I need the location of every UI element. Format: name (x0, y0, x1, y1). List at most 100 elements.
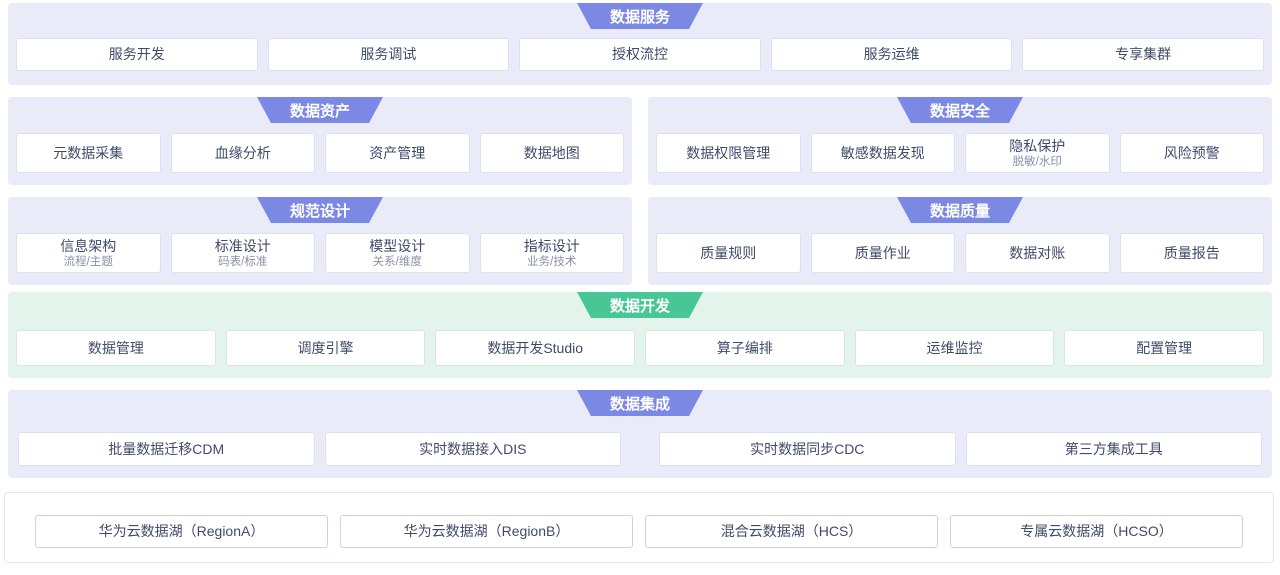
data-development-card[interactable]: 运维监控 (854, 330, 1055, 366)
spec-design-card[interactable]: 信息架构流程/主题 (16, 233, 161, 273)
section-title: 数据质量 (929, 202, 990, 220)
section-title: 数据集成 (609, 395, 670, 413)
card-label: 数据权限管理 (686, 144, 771, 161)
data-asset-card[interactable]: 数据地图 (479, 133, 624, 173)
spec-design-card[interactable]: 指标设计业务/技术 (479, 233, 624, 273)
spec-design-ribbon: 规范设计 (257, 197, 383, 223)
card-label: 服务运维 (863, 46, 920, 62)
data-security-card[interactable]: 敏感数据发现 (810, 133, 955, 173)
data-service-card[interactable]: 服务开发 (16, 38, 258, 71)
card-label: 风险预警 (1163, 144, 1220, 161)
data-quality-card[interactable]: 数据对账 (965, 233, 1110, 273)
data-lake-card[interactable]: 华为云数据湖（RegionA） (35, 515, 328, 548)
card-label: 数据对账 (1009, 244, 1066, 261)
card-label: 授权流控 (611, 46, 668, 62)
card-sublabel: 码表/标准 (218, 255, 268, 268)
section-title: 数据服务 (609, 8, 670, 26)
data-security-ribbon: 数据安全 (897, 97, 1023, 123)
data-development-card[interactable]: 数据管理 (16, 330, 216, 366)
data-security-card[interactable]: 数据权限管理 (656, 133, 801, 173)
section-data-integration: 数据集成 批量数据迁移CDM 实时数据接入DIS 实时数据同步CDC 第三方集成工具 (8, 390, 1272, 478)
card-label: 专享集群 (1115, 46, 1172, 62)
data-asset-card[interactable]: 血缘分析 (170, 133, 315, 173)
data-asset-cards: 元数据采集 血缘分析 资产管理 数据地图 (16, 133, 624, 173)
card-label: 服务开发 (108, 46, 165, 62)
card-label: 质量规则 (700, 244, 757, 261)
section-title: 数据资产 (289, 102, 350, 120)
card-label: 混合云数据湖（HCS） (720, 523, 863, 539)
data-service-ribbon: 数据服务 (577, 3, 703, 29)
data-quality-card[interactable]: 质量报告 (1119, 233, 1264, 273)
card-label: 运维监控 (926, 339, 983, 356)
data-lake-card[interactable]: 专属云数据湖（HCSO） (950, 515, 1243, 548)
data-integration-card[interactable]: 批量数据迁移CDM (18, 432, 315, 466)
data-quality-card[interactable]: 质量规则 (656, 233, 801, 273)
data-integration-card[interactable]: 实时数据接入DIS (324, 432, 621, 466)
card-label: 华为云数据湖（RegionB） (403, 523, 570, 539)
card-label: 专属云数据湖（HCSO） (1020, 523, 1173, 539)
card-label: 批量数据迁移CDM (108, 440, 225, 457)
card-label: 隐私保护 (1009, 137, 1066, 154)
data-integration-ribbon: 数据集成 (577, 390, 703, 416)
data-quality-ribbon: 数据质量 (897, 197, 1023, 223)
section-data-service: 数据服务 服务开发 服务调试 授权流控 服务运维 专享集群 (8, 3, 1272, 85)
card-label: 数据开发Studio (487, 339, 584, 356)
card-label: 第三方集成工具 (1064, 440, 1163, 457)
spec-design-card[interactable]: 模型设计关系/维度 (325, 233, 470, 273)
card-label: 数据管理 (87, 339, 144, 356)
card-label: 算子编排 (716, 339, 773, 356)
data-service-cards: 服务开发 服务调试 授权流控 服务运维 专享集群 (16, 38, 1264, 71)
section-spec-design: 规范设计 信息架构流程/主题标准设计码表/标准模型设计关系/维度指标设计业务/技… (8, 197, 632, 285)
data-lake-card[interactable]: 混合云数据湖（HCS） (645, 515, 938, 548)
data-quality-card[interactable]: 质量作业 (810, 233, 955, 273)
card-label: 实时数据同步CDC (750, 440, 865, 457)
card-label: 服务调试 (360, 46, 417, 62)
card-sublabel: 流程/主题 (63, 255, 113, 268)
data-integration-left-group: 批量数据迁移CDM 实时数据接入DIS (18, 432, 621, 466)
data-service-card[interactable]: 服务调试 (267, 38, 510, 71)
data-asset-card[interactable]: 元数据采集 (16, 133, 161, 173)
data-development-card[interactable]: 配置管理 (1064, 330, 1265, 366)
data-integration-card[interactable]: 第三方集成工具 (965, 432, 1262, 466)
card-label: 血缘分析 (214, 144, 271, 161)
data-development-card[interactable]: 算子编排 (645, 330, 845, 366)
section-data-quality: 数据质量 质量规则 质量作业 数据对账 质量报告 (648, 197, 1272, 285)
section-title: 数据开发 (609, 297, 670, 315)
data-development-card[interactable]: 数据开发Studio (435, 330, 636, 366)
data-security-cards: 数据权限管理 敏感数据发现 隐私保护脱敏/水印 风险预警 (656, 133, 1264, 173)
card-label: 元数据采集 (53, 144, 124, 161)
spec-design-cards: 信息架构流程/主题标准设计码表/标准模型设计关系/维度指标设计业务/技术 (16, 233, 624, 273)
data-lake-card[interactable]: 华为云数据湖（RegionB） (340, 515, 633, 548)
section-title: 规范设计 (289, 202, 350, 220)
card-sublabel: 关系/维度 (372, 255, 422, 268)
section-title: 数据安全 (929, 102, 990, 120)
data-service-card[interactable]: 专享集群 (1022, 38, 1264, 71)
card-label: 资产管理 (369, 144, 426, 161)
card-label: 信息架构 (60, 237, 117, 254)
data-service-card[interactable]: 授权流控 (519, 38, 761, 71)
card-label: 数据地图 (523, 144, 580, 161)
data-development-ribbon: 数据开发 (577, 292, 703, 318)
card-label: 质量作业 (854, 244, 911, 261)
data-integration-cards: 批量数据迁移CDM 实时数据接入DIS 实时数据同步CDC 第三方集成工具 (18, 432, 1262, 466)
data-security-card[interactable]: 风险预警 (1119, 133, 1264, 173)
data-development-card[interactable]: 调度引擎 (225, 330, 426, 366)
card-label: 调度引擎 (297, 339, 354, 356)
card-label: 模型设计 (369, 237, 426, 254)
data-service-card[interactable]: 服务运维 (770, 38, 1013, 71)
data-lake-cards: 华为云数据湖（RegionA） 华为云数据湖（RegionB） 混合云数据湖（HCS… (35, 515, 1243, 548)
card-sublabel: 业务/技术 (527, 255, 577, 268)
spec-design-card[interactable]: 标准设计码表/标准 (170, 233, 315, 273)
card-label: 质量报告 (1163, 244, 1220, 261)
data-asset-card[interactable]: 资产管理 (325, 133, 470, 173)
card-label: 标准设计 (214, 237, 271, 254)
card-label: 敏感数据发现 (840, 144, 925, 161)
data-integration-card[interactable]: 实时数据同步CDC (659, 432, 956, 466)
data-asset-ribbon: 数据资产 (257, 97, 383, 123)
data-security-card[interactable]: 隐私保护脱敏/水印 (965, 133, 1110, 173)
data-integration-right-group: 实时数据同步CDC 第三方集成工具 (659, 432, 1262, 466)
card-sublabel: 脱敏/水印 (1012, 155, 1062, 168)
card-label: 指标设计 (523, 237, 580, 254)
section-data-security: 数据安全 数据权限管理 敏感数据发现 隐私保护脱敏/水印 风险预警 (648, 97, 1272, 185)
